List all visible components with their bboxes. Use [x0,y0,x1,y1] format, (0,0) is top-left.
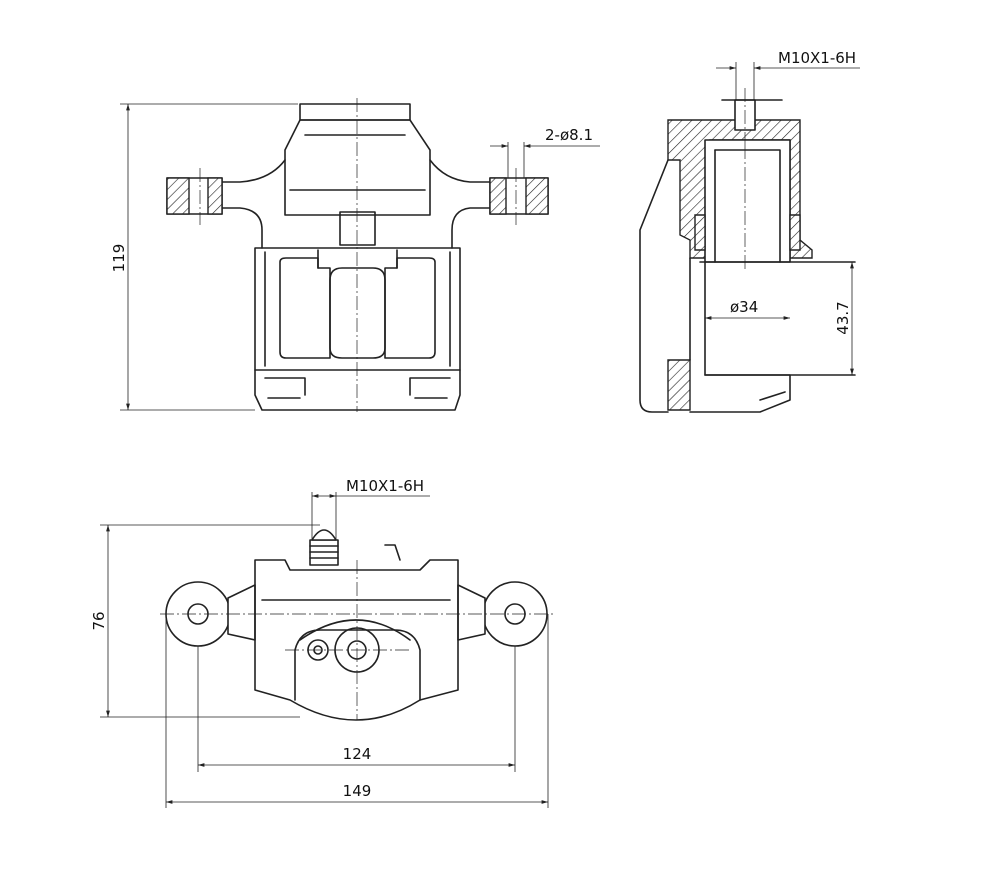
dim-height-front: 119 [110,103,298,411]
hole-spacing-label: 124 [343,745,372,763]
front-view [166,98,549,412]
top-view [160,529,555,721]
dim-piston-diameter: ø34 [705,298,790,320]
overall-width-label: 149 [343,782,372,800]
height-front-label: 119 [110,244,128,273]
dim-thread-side: M10X1-6H [716,49,860,100]
piston-diameter-label: ø34 [730,298,758,316]
dim-thread-top: M10X1-6H [311,477,430,540]
bolt-holes-label: 2-ø8.1 [545,126,593,144]
dim-hole-spacing: 124 [197,646,516,772]
thread-top-label: M10X1-6H [346,477,424,495]
piston-depth-label: 43.7 [834,301,852,334]
dim-height-top: 76 [90,524,320,718]
side-section-view [639,88,856,413]
dim-bolt-holes: 2-ø8.1 [490,126,600,178]
dim-overall-width: 149 [165,614,549,808]
height-top-label: 76 [90,611,108,630]
dim-piston-depth: 43.7 [834,262,854,375]
thread-side-label: M10X1-6H [778,49,856,67]
